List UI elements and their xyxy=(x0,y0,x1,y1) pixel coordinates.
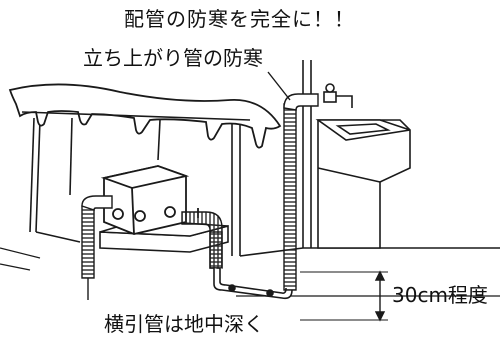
house-frame xyxy=(29,60,500,257)
sink xyxy=(315,119,411,249)
riser-pointer xyxy=(267,71,291,101)
depth-dimension xyxy=(300,270,388,322)
left-pipe-elbow xyxy=(81,195,113,211)
riser-label: 立ち上がり管の防寒 xyxy=(83,46,263,70)
horizontal-pipe-label: 横引管は地中深く xyxy=(104,312,264,336)
diagram-title: 配管の防寒を完全に！！ xyxy=(124,7,355,31)
depth-label: 30cm程度 xyxy=(392,283,488,307)
underground-pipe xyxy=(213,268,293,300)
riser-elbow xyxy=(283,93,319,111)
roof-edge xyxy=(21,111,251,121)
left-pipe-vertical xyxy=(81,205,95,279)
riser-pipe xyxy=(283,103,297,291)
faucet-icon xyxy=(323,83,353,108)
